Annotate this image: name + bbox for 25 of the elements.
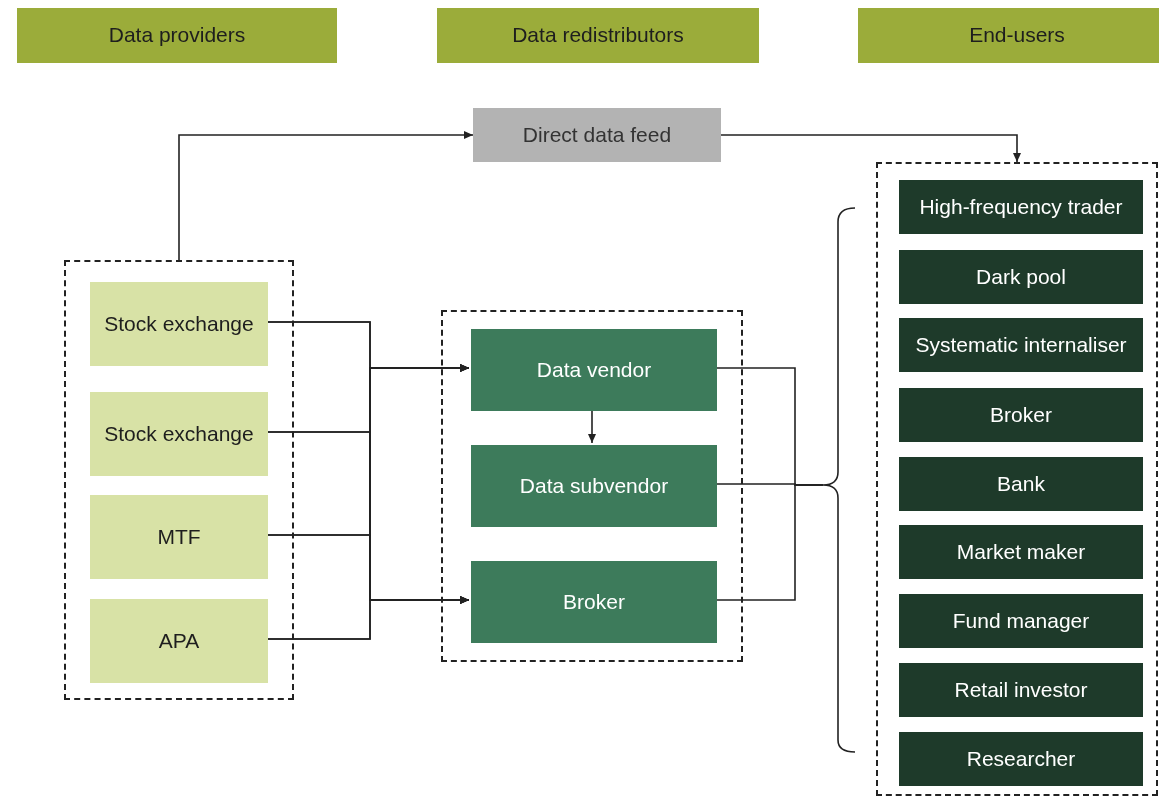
provider-box: APA [90, 599, 268, 683]
end-user-box: Researcher [899, 732, 1143, 786]
end-user-box: Bank [899, 457, 1143, 511]
feed-box: Direct data feed [473, 108, 721, 162]
arrow [178, 131, 474, 261]
dashed-group-frame [441, 310, 743, 662]
end-user-box: Broker [899, 388, 1143, 442]
column-header: Data redistributors [437, 8, 759, 63]
redistributor-box: Data vendor [471, 329, 717, 411]
provider-box: Stock exchange [90, 282, 268, 366]
redistributor-box: Data subvendor [471, 445, 717, 527]
arrow [720, 134, 1021, 163]
end-user-box: Retail investor [899, 663, 1143, 717]
end-user-box: Market maker [899, 525, 1143, 579]
column-header: End-users [858, 8, 1159, 63]
end-user-box: Systematic internaliser [899, 318, 1143, 372]
redistributor-box: Broker [471, 561, 717, 643]
dashed-group-frame [64, 260, 294, 700]
end-user-box: Dark pool [899, 250, 1143, 304]
column-header: Data providers [17, 8, 337, 63]
end-user-box: High-frequency trader [899, 180, 1143, 234]
provider-box: MTF [90, 495, 268, 579]
end-user-box: Fund manager [899, 594, 1143, 648]
provider-box: Stock exchange [90, 392, 268, 476]
dashed-group-frame [876, 162, 1158, 796]
